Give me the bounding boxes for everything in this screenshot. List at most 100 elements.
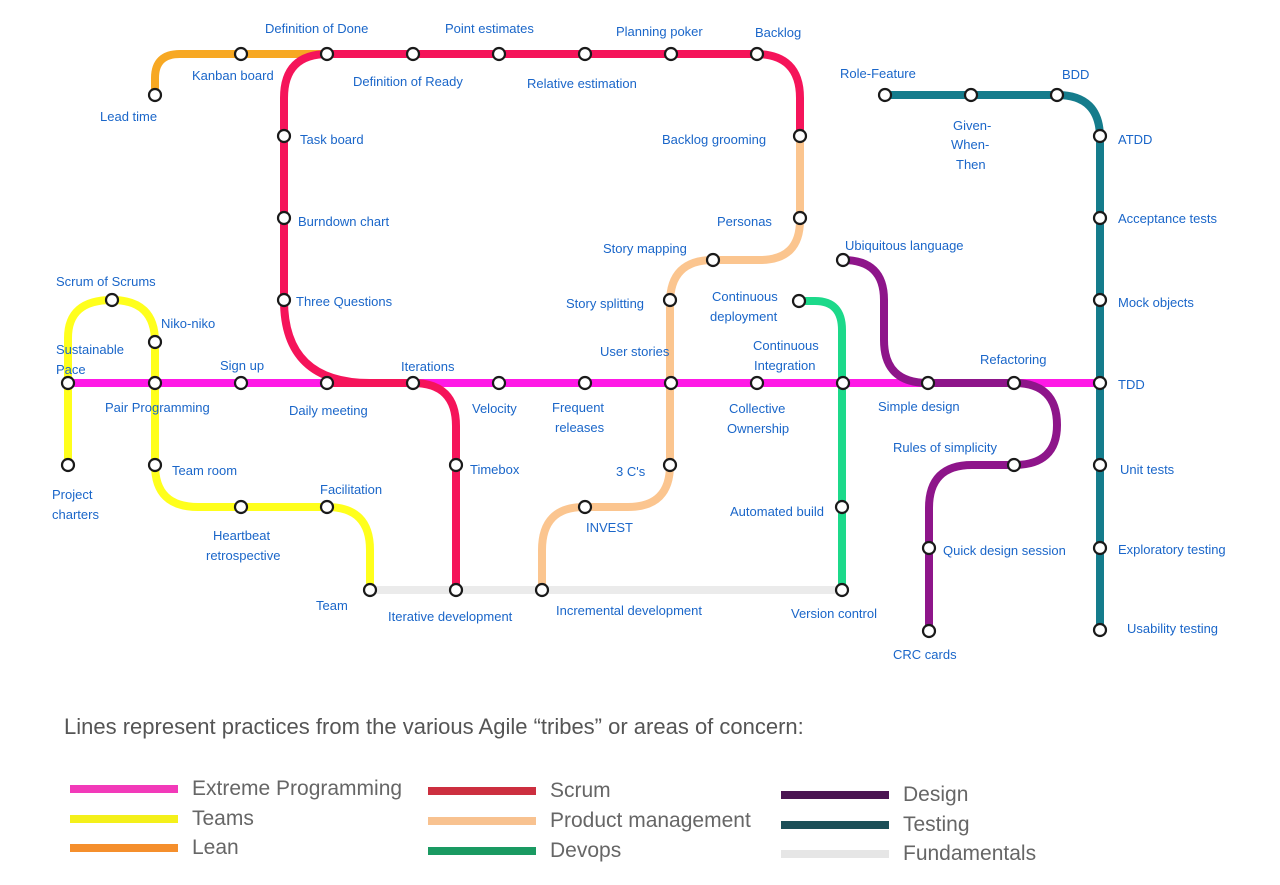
legend-label-teams: Teams <box>192 807 254 830</box>
legend-label-xp: Extreme Programming <box>192 777 403 800</box>
label-given-when-then-1: Given- <box>953 118 991 133</box>
label-collective-ownership-1: Collective <box>729 401 785 416</box>
label-planning-poker: Planning poker <box>616 24 703 39</box>
devops-line <box>795 297 846 594</box>
station-rules-of-simplicity[interactable] <box>1006 457 1022 473</box>
station-team[interactable] <box>362 582 378 598</box>
station-backlog-grooming[interactable] <box>792 128 808 144</box>
legend-swatch-scrum <box>428 787 536 795</box>
legend-title: Lines represent practices from the vario… <box>64 714 804 739</box>
station-frequent-releases[interactable] <box>577 375 593 391</box>
label-heartbeat-retrospective-2: retrospective <box>206 548 280 563</box>
station-story-mapping[interactable] <box>705 252 721 268</box>
station-relative-estimation[interactable] <box>577 46 593 62</box>
station-definition-of-ready[interactable] <box>405 46 421 62</box>
station-exploratory-testing[interactable] <box>1092 540 1108 556</box>
label-kanban-board: Kanban board <box>192 68 274 83</box>
station-pair-programming[interactable] <box>147 375 163 391</box>
label-given-when-then-2: When- <box>951 137 989 152</box>
legend-item-xp: Extreme Programming <box>70 775 402 803</box>
station-version-control[interactable] <box>834 582 850 598</box>
station-burndown-chart[interactable] <box>276 210 292 226</box>
legend-label-pm: Product management <box>550 809 751 832</box>
station-atdd[interactable] <box>1092 128 1108 144</box>
station-niko-niko[interactable] <box>147 334 163 350</box>
label-backlog-grooming: Backlog grooming <box>662 132 766 147</box>
label-user-stories: User stories <box>600 344 670 359</box>
station-daily-meeting[interactable] <box>319 375 335 391</box>
legend-item-pm: Product management <box>428 807 751 835</box>
label-velocity: Velocity <box>472 401 517 416</box>
station-automated-build[interactable] <box>834 499 850 515</box>
label-backlog: Backlog <box>755 25 801 40</box>
scrum-line-1 <box>280 50 804 387</box>
stations <box>60 46 1108 639</box>
subway-map: Lead time Kanban board Definition of Don… <box>52 21 1226 662</box>
station-user-stories[interactable] <box>663 375 679 391</box>
station-collective-ownership[interactable] <box>835 375 851 391</box>
station-invest[interactable] <box>577 499 593 515</box>
label-team-room: Team room <box>172 463 237 478</box>
legend-item-devops: Devops <box>428 837 621 865</box>
label-lead-time: Lead time <box>100 109 157 124</box>
station-three-cs[interactable] <box>662 457 678 473</box>
station-personas[interactable] <box>792 210 808 226</box>
label-personas: Personas <box>717 214 772 229</box>
station-crc-cards[interactable] <box>921 623 937 639</box>
station-heartbeat-retrospective[interactable] <box>233 499 249 515</box>
label-point-estimates: Point estimates <box>445 21 534 36</box>
station-team-room[interactable] <box>147 457 163 473</box>
station-ubiquitous-language[interactable] <box>835 252 851 268</box>
station-unit-tests[interactable] <box>1092 457 1108 473</box>
label-role-feature: Role-Feature <box>840 66 916 81</box>
station-facilitation[interactable] <box>319 499 335 515</box>
station-timebox[interactable] <box>448 457 464 473</box>
legend-item-lean: Lean <box>70 834 239 862</box>
station-project-charters[interactable] <box>60 457 76 473</box>
station-story-splitting[interactable] <box>662 292 678 308</box>
station-sustainable-pace[interactable] <box>60 375 76 391</box>
label-incremental-development: Incremental development <box>556 603 702 618</box>
station-definition-of-done[interactable] <box>319 46 335 62</box>
station-acceptance-tests[interactable] <box>1092 210 1108 226</box>
station-sign-up[interactable] <box>233 375 249 391</box>
station-continuous-integration[interactable] <box>749 375 765 391</box>
label-rules-of-simplicity: Rules of simplicity <box>893 440 998 455</box>
station-kanban-board[interactable] <box>233 46 249 62</box>
station-quick-design-session[interactable] <box>921 540 937 556</box>
station-tdd[interactable] <box>1092 375 1108 391</box>
station-usability-testing[interactable] <box>1092 622 1108 638</box>
label-acceptance-tests: Acceptance tests <box>1118 211 1217 226</box>
station-iterations[interactable] <box>405 375 421 391</box>
station-mock-objects[interactable] <box>1092 292 1108 308</box>
station-given-when-then[interactable] <box>963 87 979 103</box>
station-role-feature[interactable] <box>877 87 893 103</box>
legend-label-testing: Testing <box>903 813 970 836</box>
legend-label-devops: Devops <box>550 839 622 862</box>
label-exploratory-testing: Exploratory testing <box>1118 542 1226 557</box>
station-scrum-of-scrums[interactable] <box>104 292 120 308</box>
label-tdd: TDD <box>1118 377 1145 392</box>
station-refactoring[interactable] <box>1006 375 1022 391</box>
label-sustainable-pace-2: Pace <box>56 362 86 377</box>
label-mock-objects: Mock objects <box>1118 295 1194 310</box>
station-task-board[interactable] <box>276 128 292 144</box>
station-incremental-development[interactable] <box>534 582 550 598</box>
station-continuous-deployment[interactable] <box>791 293 807 309</box>
station-velocity[interactable] <box>491 375 507 391</box>
station-backlog[interactable] <box>749 46 765 62</box>
label-simple-design: Simple design <box>878 399 960 414</box>
label-scrum-of-scrums: Scrum of Scrums <box>56 274 156 289</box>
label-project-charters-2: charters <box>52 507 99 522</box>
station-iterative-development[interactable] <box>448 582 464 598</box>
label-unit-tests: Unit tests <box>1120 462 1175 477</box>
label-three-questions: Three Questions <box>296 294 393 309</box>
station-simple-design[interactable] <box>920 375 936 391</box>
legend-item-scrum: Scrum <box>428 777 611 805</box>
station-three-questions[interactable] <box>276 292 292 308</box>
station-lead-time[interactable] <box>147 87 163 103</box>
station-planning-poker[interactable] <box>663 46 679 62</box>
station-point-estimates[interactable] <box>491 46 507 62</box>
station-bdd[interactable] <box>1049 87 1065 103</box>
design-line-1 <box>839 256 1061 635</box>
